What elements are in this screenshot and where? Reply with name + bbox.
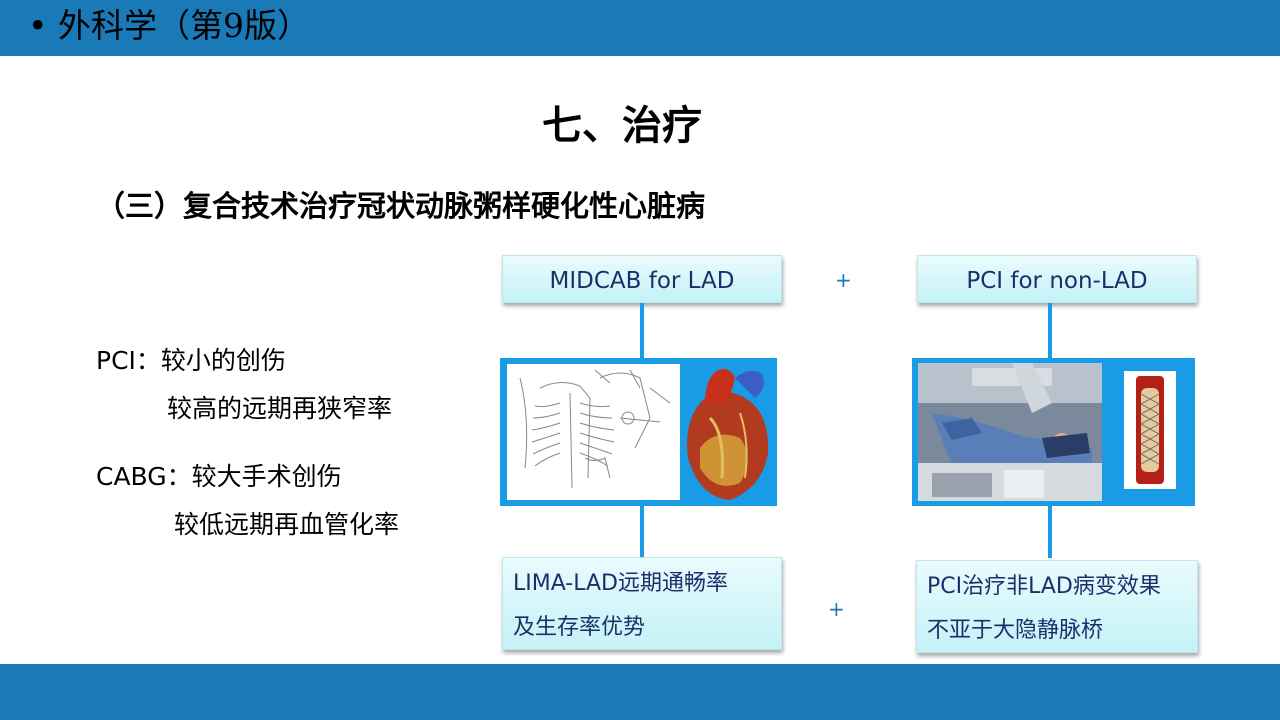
connector-line — [640, 506, 644, 558]
midcab-result-box: LIMA-LAD远期通畅率 及生存率优势 — [502, 557, 782, 650]
pci-result-box: PCI治疗非LAD病变效果 不亚于大隐静脉桥 — [916, 560, 1198, 653]
midcab-image-frame — [500, 358, 777, 506]
plus-sign-top: + — [835, 268, 852, 292]
connector-line — [640, 303, 644, 359]
midcab-illustration — [507, 364, 769, 500]
pci-result-line1: PCI治疗非LAD病变效果 — [927, 574, 1161, 599]
footer-bar — [0, 664, 1280, 720]
plus-sign-bottom: + — [828, 597, 845, 621]
connector-line — [1048, 506, 1052, 558]
pci-illustration — [918, 363, 1176, 501]
midcab-header-box: MIDCAB for LAD — [502, 255, 782, 303]
slide-title: 七、治疗 — [542, 103, 702, 149]
pci-image-frame — [912, 358, 1195, 506]
pci-disadvantage: 较高的远期再狭窄率 — [167, 394, 393, 423]
pci-header-box: PCI for non-LAD — [917, 255, 1197, 303]
pci-advantage: PCI：较小的创伤 — [96, 346, 286, 375]
header-title: • 外科学（第9版） — [28, 6, 310, 45]
connector-line — [1048, 303, 1052, 359]
cabg-disadvantage: CABG：较大手术创伤 — [96, 462, 342, 491]
midcab-result-line2: 及生存率优势 — [513, 615, 646, 640]
header-bar: • 外科学（第9版） — [0, 0, 1280, 56]
slide-subtitle: （三）复合技术治疗冠状动脉粥样硬化性心脏病 — [96, 189, 706, 223]
cabg-advantage: 较低远期再血管化率 — [174, 510, 400, 539]
pci-result-line2: 不亚于大隐静脉桥 — [927, 618, 1104, 643]
midcab-result-line1: LIMA-LAD远期通畅率 — [513, 571, 728, 596]
